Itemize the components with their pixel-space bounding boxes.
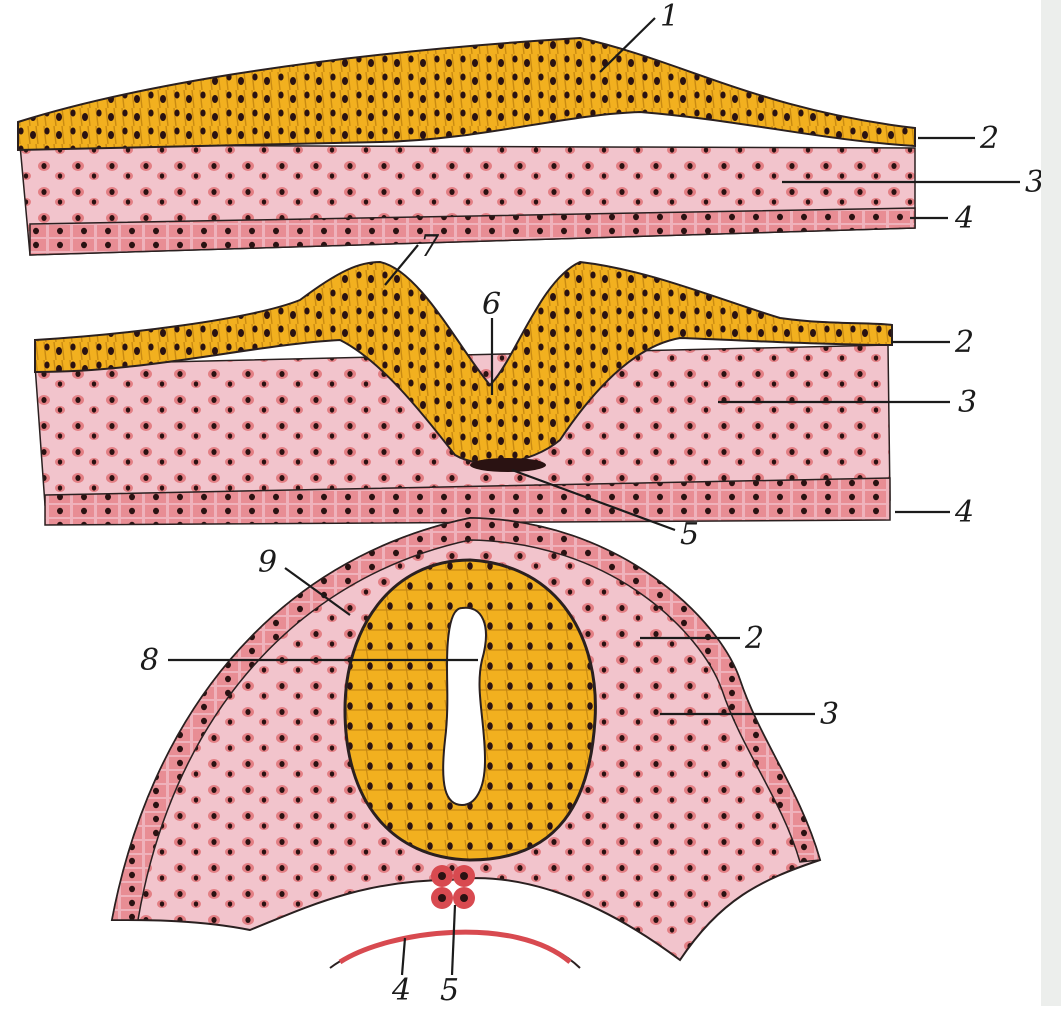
page-edge-strip [1041,0,1061,1006]
label-1: 1 [660,0,679,34]
panel-neural-tube [112,518,820,968]
panel-neural-groove [35,262,892,525]
neural-canal [443,608,486,805]
label-7: 7 [420,229,440,264]
label-5-panel2: 5 [680,517,699,552]
label-6: 6 [482,287,501,322]
label-4-panel3: 4 [391,973,411,1006]
panel-neural-plate [18,38,915,255]
label-4-panel2: 4 [954,495,974,530]
label-3-panel3: 3 [820,697,839,732]
label-2-panel1: 2 [979,121,999,156]
label-8: 8 [140,643,159,678]
neural-plate [18,38,915,150]
label-5-panel3: 5 [440,973,459,1006]
notochord-2 [470,458,546,472]
label-9: 9 [258,545,277,580]
label-2-panel3: 2 [744,621,764,656]
label-2-panel2: 2 [954,325,974,360]
label-4-panel1: 4 [954,201,974,236]
label-3-panel2: 3 [958,385,977,420]
